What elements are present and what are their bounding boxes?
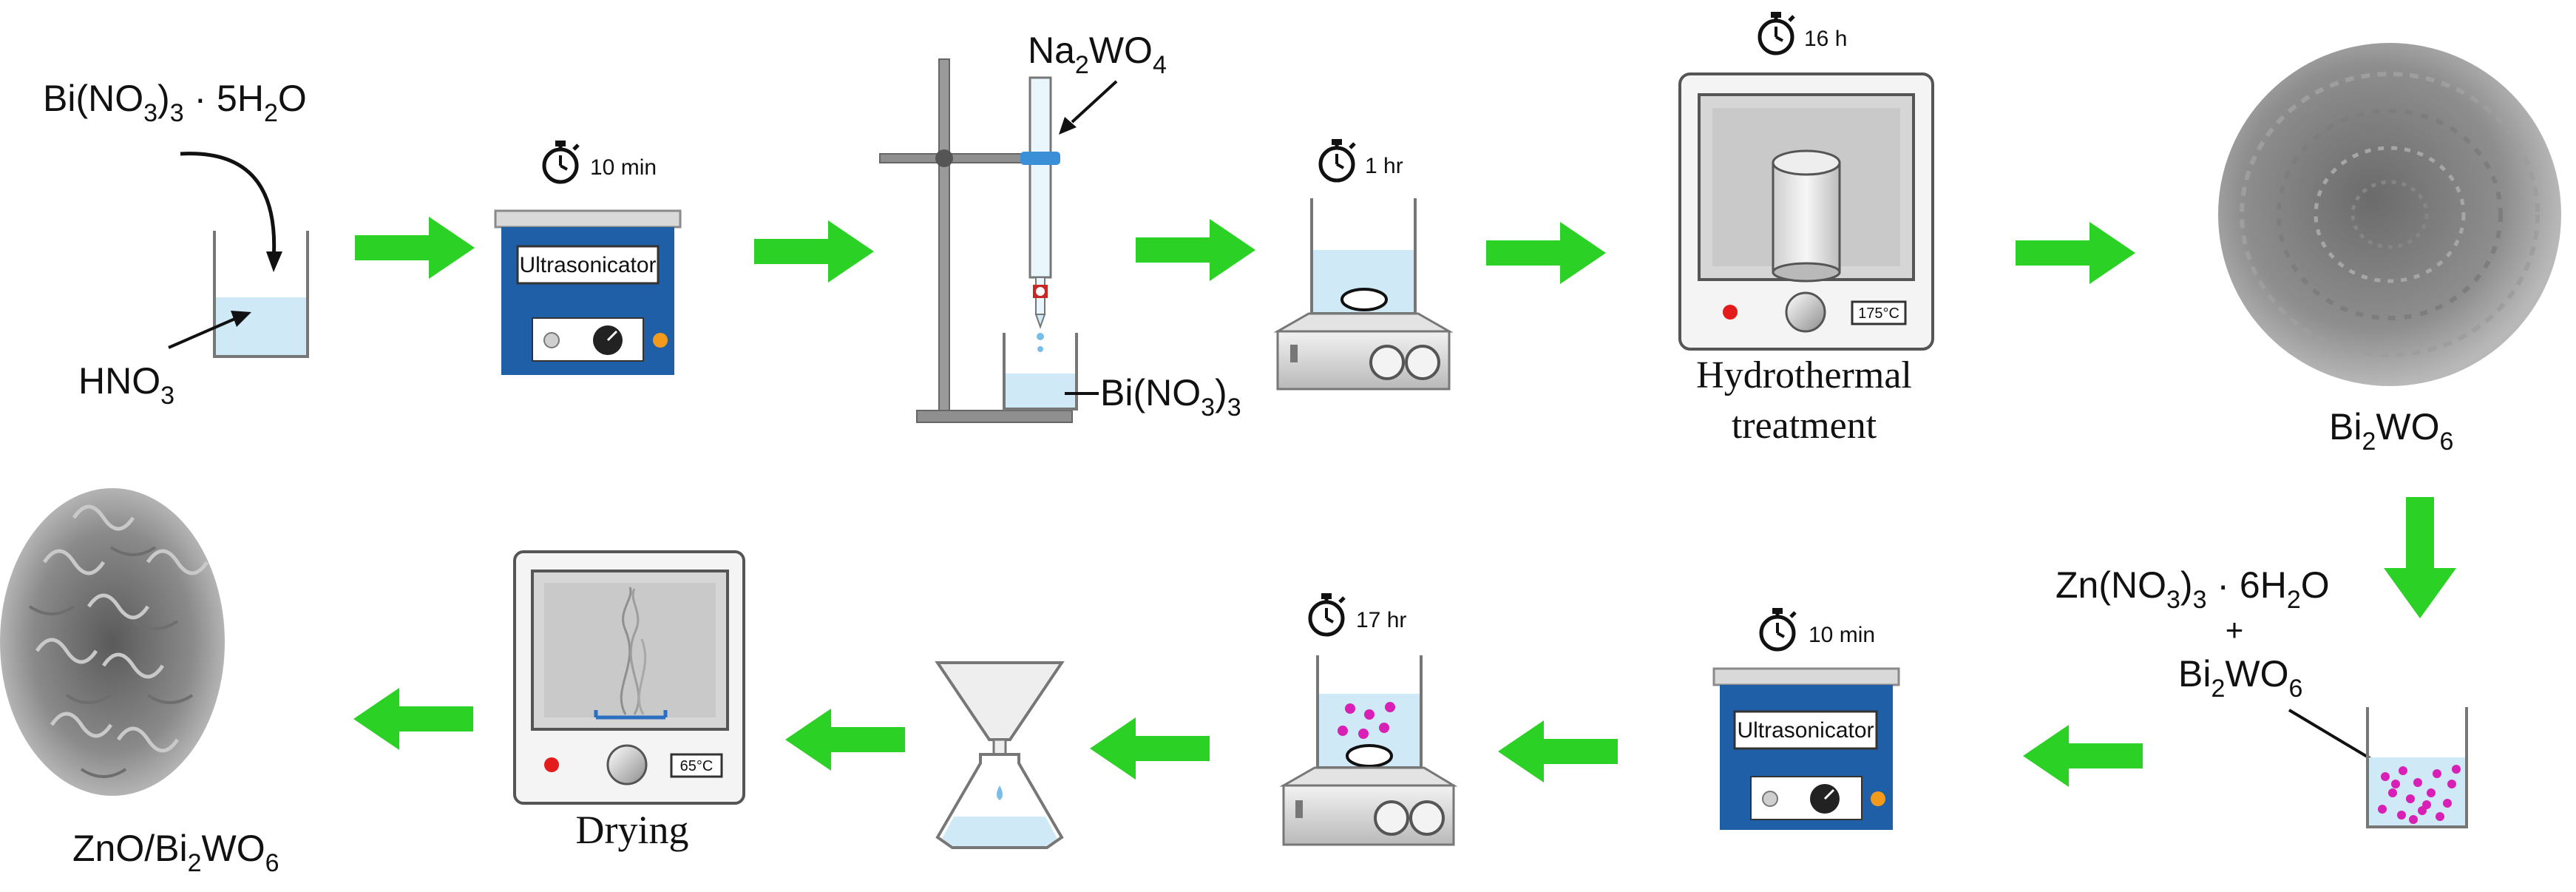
stirring-beaker-2 [1316,655,1423,769]
bismuth-nitrate-label: Bi(NO3)3 · 5H2O [43,78,307,127]
timer-icon [544,141,578,182]
zno-bi2wo6-label: ZnO/Bi2WO6 [72,828,279,877]
flow-arrow-1 [355,217,475,279]
drying-oven: 65°C [513,550,745,805]
timer-icon [1761,608,1795,649]
burette [1020,76,1060,352]
bi2wo6-label: Bi2WO6 [2329,406,2453,456]
stirring-step-1: 1 hr [1273,139,1454,391]
stirring-2-timer: 17 hr [1356,608,1406,632]
flow-arrow-10 [353,688,473,750]
drying-step: 65°C Drying [513,550,745,852]
stirring-1-timer: 1 hr [1365,154,1403,178]
sonication-1-timer: 10 min [590,155,657,180]
zno-bi2wo6-product: ZnO/Bi2WO6 [0,488,279,877]
bi2wo6-reagent-label: Bi2WO6 [2178,653,2302,703]
sonication-step-2: 10 min Ultrasonicator [1712,608,1900,830]
bismuth-tungstate-product: Bi2WO6 [2218,43,2561,456]
hydrothermal-label-line1: Hydrothermal [1696,354,1912,396]
hydrothermal-label-line2: treatment [1732,405,1877,447]
bismuth-nitrate-solution-label: Bi(NO3)3 [1100,372,1241,422]
timer-icon [1321,139,1355,180]
zinc-nitrate-label: Zn(NO3)3 · 6H2O [2055,564,2330,614]
flow-arrow-7 [1498,720,1618,783]
drying-temperature: 65°C [680,758,714,774]
plus-sign: + [2226,612,2244,647]
erlenmeyer-flask [935,753,1064,849]
flow-arrow-2 [754,220,874,283]
bi2wo6-sem-image [2218,43,2561,386]
titration-step: Na2WO4 Bi(NO3)3 [879,30,1241,423]
stirring-step-2: 17 hr [1279,593,1458,846]
flow-arrow-5 [2016,222,2135,284]
flow-arrow-4 [1486,222,1606,284]
sonication-2-timer: 10 min [1809,623,1875,647]
timer-icon [1310,593,1344,635]
ultrasonicator-1-label: Ultrasonicator [519,253,656,277]
ultrasonicator-1: Ultrasonicator [494,209,682,375]
timer-icon [1760,12,1794,53]
sonication-step-1: 10 min Ultrasonicator [494,141,682,375]
nitric-acid-label: HNO3 [78,360,174,410]
flow-arrow-6 [2023,725,2143,787]
stirring-beaker-1 [1310,198,1417,315]
hydrothermal-timer: 16 h [1804,27,1847,51]
receiving-beaker [1003,333,1078,410]
flow-arrow-9 [785,709,905,771]
mixing-step: Zn(NO3)3 · 6H2O + Bi2WO6 [2055,564,2468,828]
mixing-beaker [2366,707,2468,828]
flow-arrow-8 [1090,717,1210,780]
addition-curved-arrow [180,152,277,261]
flow-arrow-3 [1136,219,1255,281]
hydrothermal-oven: 175°C [1678,72,1934,351]
flow-arrow-down [2384,497,2456,618]
zno-bi2wo6-sem-image [0,488,225,796]
ultrasonicator-2: Ultrasonicator [1712,667,1900,830]
sodium-tungstate-label: Na2WO4 [1028,30,1167,79]
stirrer-plate-1 [1273,312,1454,391]
dissolution-step: Bi(NO3)3 · 5H2O HNO3 [43,78,309,410]
filtration-step [935,661,1065,849]
stirrer-plate-2 [1279,766,1458,846]
hydrothermal-step: 16 h 175°C Hydrothermal treatment [1678,12,1934,447]
ultrasonicator-2-label: Ultrasonicator [1737,718,1874,743]
hydrothermal-temperature: 175°C [1858,305,1899,322]
drying-label: Drying [576,808,689,852]
beaker-1 [213,231,309,358]
